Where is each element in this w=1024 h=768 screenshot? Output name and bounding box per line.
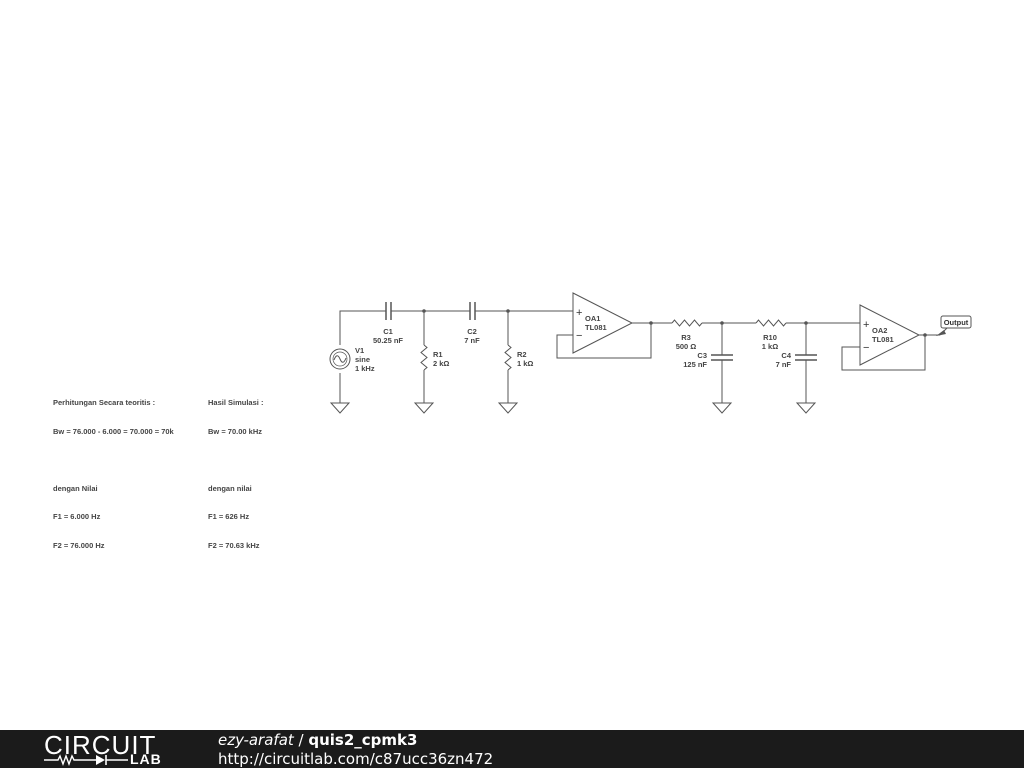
sim-bw: Bw = 70.00 kHz (208, 426, 262, 436)
theory-title: Perhitungan Secara teoritis : (53, 398, 156, 407)
schematic-wires (329, 292, 940, 414)
r3-value: 500 Ω (676, 342, 697, 351)
c1-name: C1 (383, 327, 393, 336)
theory-f1: F1 = 6.000 Hz (53, 512, 101, 521)
c2-name: C2 (467, 327, 477, 336)
c2-value: 7 nF (464, 336, 480, 345)
oa2-part: TL081 (872, 335, 894, 344)
logo-lab-text: LAB (130, 751, 162, 767)
v1-type: sine (355, 355, 370, 364)
sim-sub: dengan nilai (208, 483, 252, 493)
c4-name: C4 (781, 351, 791, 360)
r1-value: 2 kΩ (433, 359, 449, 368)
theory-bw: Bw = 76.000 - 6.000 = 70.000 = 70k (53, 426, 174, 436)
project-url[interactable]: http://circuitlab.com/c87ucc36zn472 (218, 750, 494, 768)
r1-name: R1 (433, 350, 443, 359)
oa2-plus-sign: + (863, 319, 869, 331)
sine-source-icon (329, 348, 351, 370)
sim-f1: F1 = 626 Hz (208, 512, 250, 521)
schematic-canvas: Output + − + − V1 sine 1 kHz C1 50.25 nF… (329, 292, 972, 414)
c4-value: 7 nF (776, 360, 792, 369)
theory-sub: dengan Nilai (53, 483, 98, 493)
junction-dots (422, 309, 927, 337)
sim-f2: F2 = 70.63 kHz (208, 540, 260, 550)
c1-value: 50.25 nF (373, 336, 403, 345)
project-title: ezy-arafat / quis2_cpmk3 (218, 731, 417, 749)
oa1-part: TL081 (585, 323, 607, 332)
title-separator: / (293, 731, 309, 749)
simulation-notes: Hasil Simulasi : Bw = 70.00 kHz dengan n… (208, 379, 263, 560)
v1-value: 1 kHz (355, 364, 375, 373)
sim-title: Hasil Simulasi : (208, 398, 264, 407)
logo-resistor-diode-icon (44, 754, 128, 766)
c3-value: 125 nF (683, 360, 707, 369)
oa1-name: OA1 (585, 314, 600, 323)
logo-circuit-text: CIRCUIT (44, 730, 157, 760)
v1-name: V1 (355, 346, 364, 355)
c3-name: C3 (697, 351, 707, 360)
author-link[interactable]: ezy-arafat (218, 731, 294, 749)
theory-notes: Perhitungan Secara teoritis : Bw = 76.00… (53, 379, 174, 560)
r10-name: R10 (763, 333, 777, 342)
oa2-minus-sign: − (863, 342, 869, 354)
oa2-name: OA2 (872, 326, 887, 335)
output-port: Output (936, 315, 972, 336)
r2-name: R2 (517, 350, 527, 359)
theory-f2: F2 = 76.000 Hz (53, 540, 105, 550)
output-label: Output (944, 318, 969, 327)
r10-value: 1 kΩ (762, 342, 778, 351)
r3-name: R3 (681, 333, 691, 342)
oa1-minus-sign: − (576, 330, 582, 342)
oa1-plus-sign: + (576, 307, 582, 319)
footer-bar: CIRCUIT LAB ezy-arafat / quis2_cpmk3 htt… (0, 730, 1024, 768)
circuitlab-logo[interactable]: CIRCUIT LAB (44, 732, 184, 766)
r2-value: 1 kΩ (517, 359, 533, 368)
project-name[interactable]: quis2_cpmk3 (308, 731, 418, 749)
